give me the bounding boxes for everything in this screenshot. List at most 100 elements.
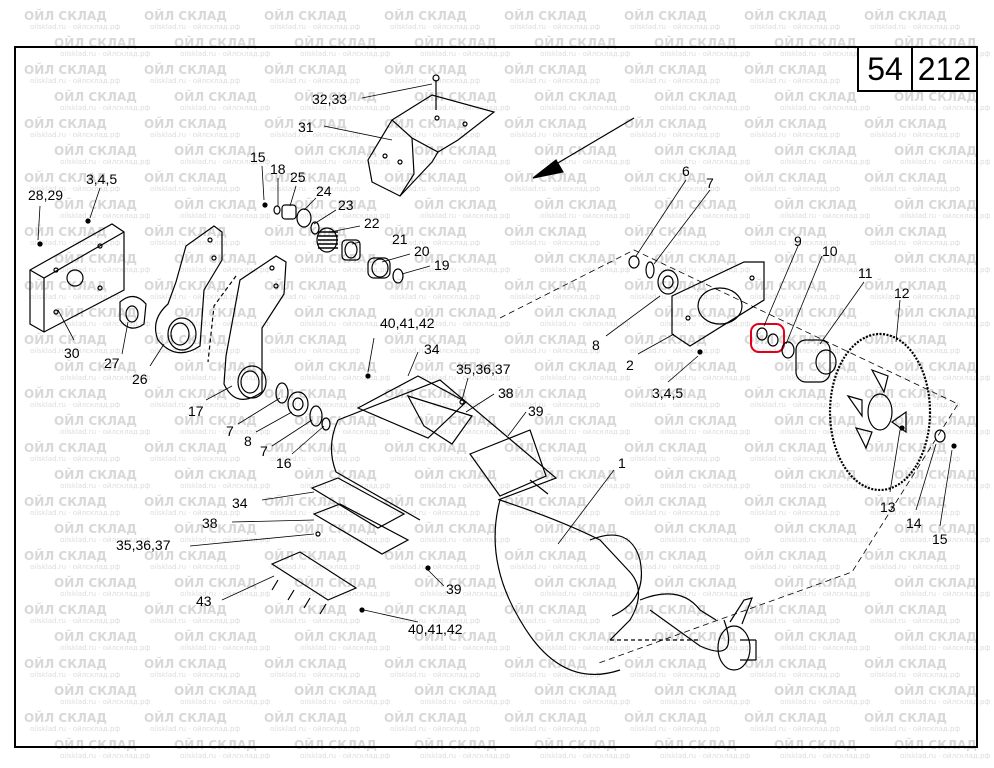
watermark-brand: ОЙЛ СКЛАД: [534, 413, 617, 428]
watermark-brand: ОЙЛ СКЛАД: [294, 305, 377, 320]
watermark-site: oilsklad.ru · ойлсклад.рф: [390, 509, 480, 517]
watermark-brand: ОЙЛ СКЛАД: [774, 737, 857, 752]
watermark-brand: ОЙЛ СКЛАД: [174, 143, 257, 158]
watermark-site: oilsklad.ru · ойлсклад.рф: [30, 455, 120, 463]
watermark-brand: ОЙЛ СКЛАД: [864, 170, 947, 185]
watermark-site: oilsklad.ru · ойлсклад.рф: [390, 185, 480, 193]
watermark-site: oilsklad.ru · ойлсклад.рф: [780, 536, 870, 544]
watermark-site: oilsklad.ru · ойлсклад.рф: [60, 752, 150, 760]
callout-c23: 23: [338, 197, 354, 213]
watermark-brand: ОЙЛ СКЛАД: [384, 710, 467, 725]
watermark-site: oilsklad.ru · ойлсклад.рф: [150, 77, 240, 85]
watermark-brand: ОЙЛ СКЛАД: [654, 737, 737, 752]
watermark-brand: ОЙЛ СКЛАД: [534, 359, 617, 374]
watermark-brand: ОЙЛ СКЛАД: [744, 62, 827, 77]
watermark-site: oilsklad.ru · ойлсклад.рф: [180, 752, 270, 760]
callout-c16: 16: [276, 455, 292, 471]
watermark-brand: ОЙЛ СКЛАД: [264, 116, 347, 131]
watermark-site: oilsklad.ru · ойлсклад.рф: [390, 131, 480, 139]
callout-c27: 27: [104, 355, 120, 371]
watermark-site: oilsklad.ru · ойлсклад.рф: [300, 644, 390, 652]
watermark-site: oilsklad.ru · ойлсклад.рф: [30, 185, 120, 193]
watermark-brand: ОЙЛ СКЛАД: [624, 440, 707, 455]
watermark-site: oilsklad.ru · ойлсклад.рф: [870, 131, 960, 139]
watermark-site: oilsklad.ru · ойлсклад.рф: [390, 455, 480, 463]
watermark-site: oilsklad.ru · ойлсклад.рф: [390, 617, 480, 625]
watermark-site: oilsklad.ru · ойлсклад.рф: [660, 50, 750, 58]
watermark-brand: ОЙЛ СКЛАД: [384, 116, 467, 131]
watermark-site: oilsklad.ru · ойлсклад.рф: [300, 698, 390, 706]
watermark-brand: ОЙЛ СКЛАД: [504, 332, 587, 347]
watermark-site: oilsklad.ru · ойлсклад.рф: [300, 212, 390, 220]
callout-c26: 26: [132, 371, 148, 387]
watermark-brand: ОЙЛ СКЛАД: [774, 305, 857, 320]
watermark-brand: ОЙЛ СКЛАД: [384, 8, 467, 23]
watermark-brand: ОЙЛ СКЛАД: [24, 170, 107, 185]
watermark-site: oilsklad.ru · ойлсклад.рф: [660, 374, 750, 382]
part-1-auger-tube: [330, 379, 757, 675]
watermark-brand: ОЙЛ СКЛАД: [384, 224, 467, 239]
watermark-site: oilsklad.ru · ойлсклад.рф: [180, 266, 270, 274]
callout-c10: 10: [822, 243, 838, 259]
watermark-brand: ОЙЛ СКЛАД: [24, 8, 107, 23]
bearing-assembly-15-25: [262, 202, 404, 284]
watermark-site: oilsklad.ru · ойлсклад.рф: [390, 23, 480, 31]
watermark-site: oilsklad.ru · ойлсклад.рф: [300, 266, 390, 274]
watermark-site: oilsklad.ru · ойлсклад.рф: [150, 131, 240, 139]
watermark-brand: ОЙЛ СКЛАД: [864, 8, 947, 23]
watermark-site: oilsklad.ru · ойлсклад.рф: [540, 590, 630, 598]
watermark-site: oilsklad.ru · ойлсклад.рф: [900, 374, 990, 382]
watermark-site: oilsklad.ru · ойлсклад.рф: [270, 401, 360, 409]
callout-c34b: 34: [232, 495, 248, 511]
callout-c345b: 3,4,5: [652, 385, 683, 401]
watermark-brand: ОЙЛ СКЛАД: [624, 602, 707, 617]
watermark-site: oilsklad.ru · ойлсклад.рф: [150, 509, 240, 517]
watermark-site: oilsklad.ru · ойлсклад.рф: [660, 482, 750, 490]
watermark-brand: ОЙЛ СКЛАД: [504, 116, 587, 131]
watermark-brand: ОЙЛ СКЛАД: [54, 143, 137, 158]
watermark-brand: ОЙЛ СКЛАД: [24, 116, 107, 131]
watermark-brand: ОЙЛ СКЛАД: [654, 197, 737, 212]
part-43-hanger-bracket: [270, 551, 365, 615]
watermark-brand: ОЙЛ СКЛАД: [774, 521, 857, 536]
callout-c38b: 38: [202, 515, 218, 531]
watermark-site: oilsklad.ru · ойлсклад.рф: [900, 536, 990, 544]
watermark-brand: ОЙЛ СКЛАД: [54, 683, 137, 698]
watermark-brand: ОЙЛ СКЛАД: [894, 89, 977, 104]
watermark-site: oilsklad.ru · ойлсклад.рф: [390, 563, 480, 571]
watermark-brand: ОЙЛ СКЛАД: [174, 521, 257, 536]
lower-guard-34-38: [310, 477, 431, 571]
watermark-brand: ОЙЛ СКЛАД: [894, 251, 977, 266]
watermark-brand: ОЙЛ СКЛАД: [144, 494, 227, 509]
watermark-brand: ОЙЛ СКЛАД: [864, 224, 947, 239]
leader-lines: [37, 83, 953, 623]
watermark-brand: ОЙЛ СКЛАД: [414, 197, 497, 212]
watermark-brand: ОЙЛ СКЛАД: [744, 332, 827, 347]
watermark-site: oilsklad.ru · ойлсклад.рф: [510, 401, 600, 409]
watermark-brand: ОЙЛ СКЛАД: [264, 332, 347, 347]
watermark-site: oilsklad.ru · ойлсклад.рф: [750, 185, 840, 193]
watermark-site: oilsklad.ru · ойлсклад.рф: [420, 590, 510, 598]
watermark-site: oilsklad.ru · ойлсклад.рф: [300, 590, 390, 598]
watermark-site: oilsklad.ru · ойлсклад.рф: [510, 563, 600, 571]
watermark-brand: ОЙЛ СКЛАД: [504, 8, 587, 23]
watermark-brand: ОЙЛ СКЛАД: [174, 467, 257, 482]
watermark-brand: ОЙЛ СКЛАД: [414, 737, 497, 752]
watermark-brand: ОЙЛ СКЛАД: [504, 602, 587, 617]
watermark-site: oilsklad.ru · ойлсклад.рф: [180, 374, 270, 382]
watermark-site: oilsklad.ru · ойлсклад.рф: [750, 23, 840, 31]
watermark-site: oilsklad.ru · ойлсклад.рф: [750, 239, 840, 247]
section-number: 54: [859, 48, 913, 90]
callout-c30: 30: [64, 345, 80, 361]
watermark-brand: ОЙЛ СКЛАД: [54, 467, 137, 482]
watermark-site: oilsklad.ru · ойлсклад.рф: [780, 698, 870, 706]
watermark-site: oilsklad.ru · ойлсклад.рф: [870, 617, 960, 625]
watermark-site: oilsklad.ru · ойлсклад.рф: [780, 374, 870, 382]
watermark-brand: ОЙЛ СКЛАД: [54, 629, 137, 644]
watermark-site: oilsklad.ru · ойлсклад.рф: [30, 77, 120, 85]
watermark-site: oilsklad.ru · ойлсклад.рф: [630, 185, 720, 193]
watermark-site: oilsklad.ru · ойлсклад.рф: [630, 347, 720, 355]
watermark-site: oilsklad.ru · ойлсклад.рф: [510, 185, 600, 193]
watermark-site: oilsklad.ru · ойлсклад.рф: [750, 509, 840, 517]
